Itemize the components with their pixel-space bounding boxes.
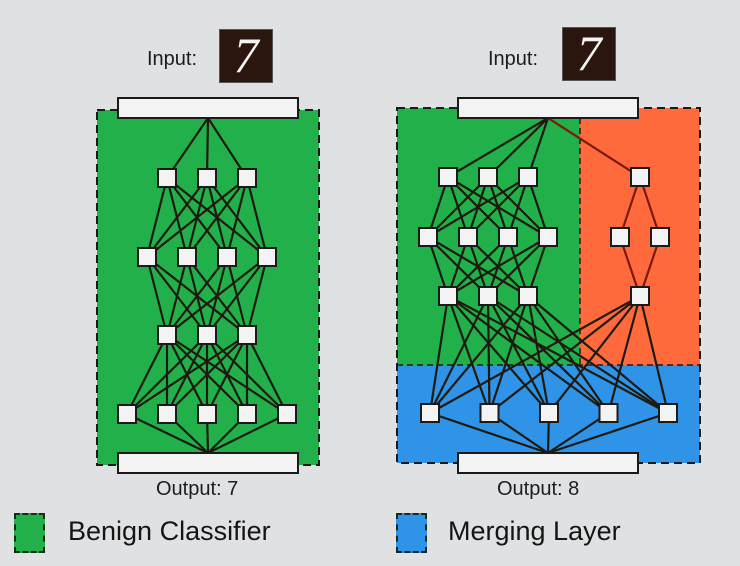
left-output-label: Output: 7 (156, 478, 239, 500)
edge (487, 295, 550, 414)
neuron-node (539, 403, 559, 423)
edge (225, 177, 249, 258)
edge (487, 295, 610, 414)
neuron-node (237, 325, 257, 345)
edge (638, 295, 670, 414)
right-input-digit-image: 7 (562, 25, 616, 81)
edge (427, 176, 529, 238)
edge (166, 256, 268, 336)
neuron-node (478, 167, 498, 187)
edge (145, 256, 169, 336)
left-input-digit-image: 7 (219, 27, 273, 83)
neuron-node (157, 168, 177, 188)
edge (527, 295, 610, 414)
right-output-bar (457, 452, 639, 474)
neuron-node (438, 286, 458, 306)
neuron-node (197, 325, 217, 345)
neuron-node (418, 227, 438, 247)
edge (146, 177, 208, 258)
neuron-node (197, 404, 217, 424)
neuron-node (598, 403, 619, 423)
edge (429, 295, 529, 414)
edge (246, 334, 288, 415)
neuron-node (157, 325, 177, 345)
right-output-label: Output: 8 (497, 478, 580, 500)
edge (447, 295, 669, 414)
neuron-node (137, 247, 157, 267)
edge (429, 295, 641, 414)
edge (487, 295, 669, 414)
legend-swatch-merging (396, 513, 427, 553)
edge (146, 177, 248, 258)
neuron-node (610, 227, 630, 247)
neuron-node (420, 403, 440, 423)
neuron-node (177, 247, 197, 267)
left-input-label: Input: (147, 48, 198, 70)
neuron-node (479, 403, 500, 423)
neuron-node (458, 227, 478, 247)
neuron-node (538, 227, 558, 247)
edge (447, 295, 550, 414)
edge (547, 411, 669, 455)
neuron-node (197, 168, 217, 188)
edge (547, 117, 641, 178)
edge (245, 177, 269, 258)
legend-swatch-benign (14, 513, 45, 553)
neuron-node (438, 167, 458, 187)
edge (548, 295, 641, 414)
edge (447, 236, 549, 297)
edge (486, 295, 491, 414)
neuron-node (650, 227, 670, 247)
neuron-node (518, 167, 538, 187)
right-input-bar (457, 97, 639, 119)
edge (166, 334, 248, 415)
edge (207, 413, 288, 454)
neuron-node (157, 404, 177, 424)
legend-label-merging: Merging Layer (448, 516, 621, 546)
edge (206, 256, 268, 336)
neuron-node (658, 403, 678, 423)
left-input-bar (117, 97, 299, 119)
left-output-bar (117, 452, 299, 474)
edge (447, 295, 610, 414)
right-trojan-region (580, 108, 700, 365)
edge (206, 334, 248, 415)
neuron-node (478, 286, 498, 306)
edge (527, 295, 669, 414)
edge (166, 256, 228, 336)
edge (165, 256, 189, 336)
edge (447, 117, 549, 178)
neuron-node (630, 167, 650, 187)
edge (488, 295, 530, 414)
edge (607, 295, 642, 414)
edge (186, 177, 248, 258)
neuron-node (277, 404, 297, 424)
edge (126, 334, 248, 415)
edge (428, 295, 450, 414)
edge (429, 295, 489, 414)
neuron-node (630, 286, 650, 306)
neuron-node (498, 227, 518, 247)
neuron-node (237, 404, 257, 424)
neuron-node (237, 168, 257, 188)
edge (446, 295, 491, 414)
neuron-node (117, 404, 137, 424)
edge (526, 295, 551, 414)
legend-label-benign: Benign Classifier (68, 516, 271, 546)
edge (429, 411, 549, 455)
edge (145, 177, 169, 258)
edge (126, 334, 208, 415)
edge (126, 413, 209, 454)
neuron-node (518, 286, 538, 306)
edge (245, 256, 269, 336)
neuron-node (217, 247, 237, 267)
right-input-label: Input: (488, 48, 539, 70)
edge (488, 295, 641, 414)
edge (547, 412, 610, 454)
edge (126, 334, 168, 415)
neuron-node (257, 247, 277, 267)
